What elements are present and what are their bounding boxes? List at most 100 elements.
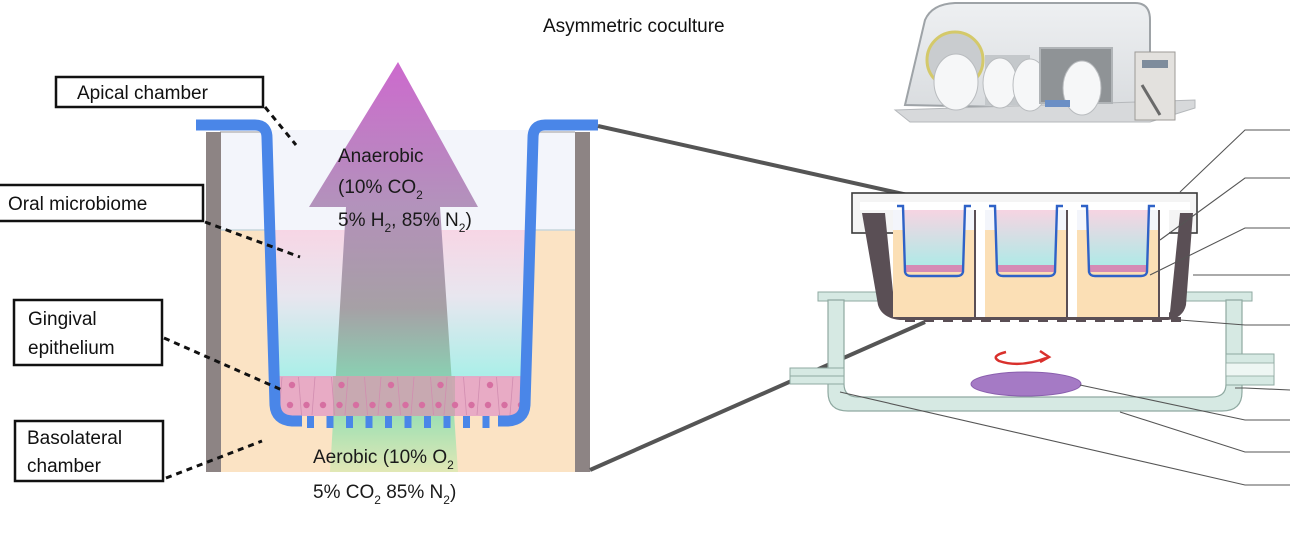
zoom-connector-bottom bbox=[589, 320, 926, 472]
insert-wall-left bbox=[196, 119, 302, 427]
membrane-pore bbox=[346, 416, 353, 428]
svg-text:chamber: chamber bbox=[27, 456, 102, 477]
membrane-pore bbox=[307, 416, 314, 428]
label-apical-chamber: Apical chamber bbox=[54, 75, 298, 146]
plate-foot bbox=[1095, 317, 1105, 322]
diagram-title: Asymmetric coculture bbox=[543, 16, 725, 37]
well-epithelium bbox=[997, 265, 1055, 272]
cell-nucleus bbox=[486, 381, 494, 389]
svg-text:5% CO2 85% N2): 5% CO2 85% N2) bbox=[313, 482, 456, 507]
plate-foot bbox=[905, 317, 915, 322]
cell-nucleus bbox=[501, 401, 508, 409]
cell-boundary bbox=[443, 376, 448, 416]
cell-nucleus bbox=[437, 381, 444, 389]
well-divider-gap bbox=[1067, 210, 1077, 317]
leader-apical-chamber bbox=[263, 106, 298, 146]
cell-boundary bbox=[410, 376, 415, 416]
cell-nucleus bbox=[369, 401, 376, 409]
cell-boundary bbox=[430, 376, 434, 416]
cell-boundary bbox=[311, 376, 316, 416]
well-insert bbox=[1081, 204, 1155, 278]
cell-nucleus bbox=[484, 401, 492, 409]
membrane-pore bbox=[424, 416, 431, 428]
well-microbiome bbox=[1087, 210, 1149, 272]
cell-nucleus bbox=[288, 381, 296, 389]
aerobic-conditions-text: Aerobic (10% O2 5% CO2 85% N2) bbox=[313, 447, 456, 507]
plate-foot bbox=[981, 317, 991, 322]
rotation-arrow-icon bbox=[994, 350, 1047, 366]
plate-foot bbox=[1057, 317, 1067, 322]
cell-nucleus bbox=[319, 401, 327, 409]
svg-text:Basolateral: Basolateral bbox=[27, 428, 122, 449]
well-divider-gap bbox=[1159, 210, 1169, 317]
label-leader-line bbox=[1179, 319, 1290, 326]
anaerobic-conditions-text: Anaerobic (10% CO2 5% H2, 85% N2) bbox=[338, 146, 472, 235]
label-basolateral-chamber: Basolateral chamber bbox=[13, 419, 263, 483]
label-leader-line bbox=[839, 391, 1290, 486]
svg-text:epithelium: epithelium bbox=[28, 338, 115, 359]
plate-foot bbox=[1076, 317, 1086, 322]
gingival-epithelium-layer bbox=[277, 376, 525, 416]
svg-text:Aerobic (10% O2: Aerobic (10% O2 bbox=[313, 447, 454, 472]
svg-text:Oral microbiome: Oral microbiome bbox=[8, 194, 147, 215]
outer-well-wall-right bbox=[575, 132, 590, 472]
label-oral-microbiome: Oral microbiome bbox=[0, 183, 301, 259]
label-leader-line bbox=[1235, 387, 1290, 391]
cell-boundary bbox=[397, 376, 401, 416]
membrane-pore bbox=[443, 416, 451, 428]
svg-text:5% H2, 85% N2): 5% H2, 85% N2) bbox=[338, 210, 472, 235]
bioreactor-cross-section bbox=[789, 192, 1275, 412]
plate-foot bbox=[1114, 317, 1124, 322]
cell-nucleus bbox=[338, 381, 345, 389]
cell-boundary bbox=[463, 376, 467, 416]
cell-boundary bbox=[377, 376, 382, 416]
outer-well-wall-left bbox=[206, 132, 221, 472]
label-leader-line bbox=[1159, 177, 1290, 241]
membrane-pore bbox=[404, 416, 412, 428]
plate-foot bbox=[1038, 317, 1048, 322]
plate-foot bbox=[1133, 317, 1143, 322]
membrane-pore bbox=[326, 416, 334, 428]
membrane-pore bbox=[385, 416, 392, 428]
label-leader-line bbox=[1149, 227, 1290, 276]
cell-boundary bbox=[476, 376, 481, 416]
well-epithelium bbox=[1089, 265, 1147, 272]
cell-nucleus bbox=[451, 401, 459, 409]
membrane-pore bbox=[365, 416, 373, 428]
oxygen-gradient-arrow bbox=[309, 62, 478, 472]
chamber-vessel bbox=[789, 291, 1275, 412]
cell-nucleus bbox=[402, 401, 409, 409]
cell-nucleus bbox=[303, 401, 310, 409]
stir-bar-icon bbox=[970, 371, 1082, 397]
label-leader-line bbox=[1179, 129, 1290, 193]
well-insert bbox=[897, 204, 971, 278]
plate-foot bbox=[962, 317, 972, 322]
membrane-pore bbox=[482, 416, 490, 428]
insert-wall-right bbox=[498, 119, 598, 427]
label-gingival-epithelium: Gingival epithelium bbox=[12, 298, 283, 392]
plate-foot bbox=[1019, 317, 1029, 322]
label-leader-line bbox=[1119, 411, 1290, 453]
cell-nucleus bbox=[468, 401, 475, 409]
plate-foot bbox=[1171, 317, 1181, 322]
glovebox-icon bbox=[893, 1, 1196, 123]
cell-nucleus bbox=[352, 401, 360, 409]
transwell-large: Anaerobic (10% CO2 5% H2, 85% N2) Aerobi… bbox=[196, 62, 598, 507]
cell-nucleus bbox=[387, 381, 395, 389]
leader-oral-microbiome bbox=[204, 220, 301, 259]
cell-boundary bbox=[364, 376, 368, 416]
cell-boundary bbox=[344, 376, 349, 416]
label-leader-line bbox=[1079, 384, 1290, 421]
cell-nucleus bbox=[418, 401, 426, 409]
right-label-leaders bbox=[839, 129, 1290, 486]
plate-foot bbox=[943, 317, 953, 322]
cell-nucleus bbox=[435, 401, 442, 409]
cell-nucleus bbox=[385, 401, 393, 409]
rotation-arrow-head bbox=[1039, 349, 1052, 364]
well-microbiome bbox=[995, 210, 1057, 272]
svg-text:Apical chamber: Apical chamber bbox=[77, 83, 209, 104]
cell-boundary bbox=[509, 376, 514, 416]
cell-boundary bbox=[331, 376, 335, 416]
well-divider-gap bbox=[975, 210, 985, 317]
